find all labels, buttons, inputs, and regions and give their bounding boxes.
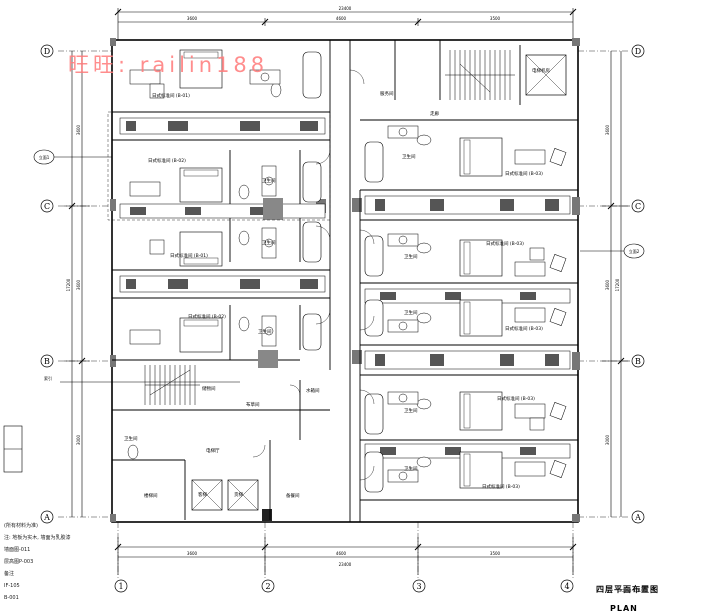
room-label-bath-4: 卫生间 xyxy=(402,153,416,160)
callout-lines xyxy=(54,156,624,383)
callout-side-label: 索引 xyxy=(44,375,52,381)
note-line: 备注 xyxy=(4,571,15,577)
drawing-notes: (所有材料为准) 注: 地板为实木, 墙面为乳胶漆 墙面图-011 层高图P-0… xyxy=(4,520,70,604)
dim-left-3: 3000 xyxy=(76,434,81,445)
room-label-lift: 电梯机房 xyxy=(532,67,550,74)
room-label-tank: 水箱间 xyxy=(306,387,320,394)
dim-bottom-3: 3500 xyxy=(490,551,501,556)
room-label-w4: 日式标准间 (B-02) xyxy=(188,313,226,320)
callout-2-label: 立面2 xyxy=(629,248,640,254)
watermark-text: 旺旺: railin188 xyxy=(68,53,269,77)
note-line: 注: 地板为实木, 墙面为乳胶漆 xyxy=(4,535,71,541)
note-line: 层高图P-003 xyxy=(4,559,34,565)
grid-label-2: 2 xyxy=(265,582,270,591)
drawing-title-en: PLAN xyxy=(610,604,638,613)
grid-label-d-left: D xyxy=(44,47,50,56)
dim-top-2: 4600 xyxy=(336,16,347,21)
grid-label-c-right: C xyxy=(635,202,641,211)
title-block: 四层平面布置图 PLAN Scale 1/100 xyxy=(596,577,701,615)
room-label-bath-1: 卫生间 xyxy=(262,177,276,184)
dim-top-3: 3500 xyxy=(490,16,501,21)
dim-top-1: 3600 xyxy=(187,16,198,21)
callout-1-label: 立面1 xyxy=(39,154,50,160)
dim-left-total: 17200 xyxy=(66,278,71,291)
room-label-bath-8: 卫生间 xyxy=(404,465,418,472)
wash-basins xyxy=(249,69,419,483)
drawing-title: 四层平面布置图 xyxy=(596,585,659,594)
dim-bottom-2: 4600 xyxy=(336,551,347,556)
dashed-zone xyxy=(107,111,331,221)
shaft-fill xyxy=(258,198,283,368)
wardrobe-details xyxy=(126,121,559,455)
dim-bottom-total: 23400 xyxy=(339,562,352,567)
room-label-bath-6: 卫生间 xyxy=(404,309,418,316)
grid-label-c-left: C xyxy=(44,202,50,211)
dim-right-3: 3000 xyxy=(605,434,610,445)
room-label-stair: 楼梯间 xyxy=(144,492,158,499)
room-label-w1: 日式标准间 (B-01) xyxy=(152,92,190,99)
dim-left-1: 3600 xyxy=(76,124,81,135)
legend-box xyxy=(3,425,23,473)
room-label-bath-3: 卫生间 xyxy=(258,328,272,335)
note-line: (所有材料为准) xyxy=(4,523,38,529)
dim-bottom-1: 3600 xyxy=(187,551,198,556)
dim-right-2: 3600 xyxy=(605,279,610,290)
room-label-bath-5: 卫生间 xyxy=(404,253,418,260)
room-label-bath-2: 卫生间 xyxy=(262,239,276,246)
grid-label-b-left: B xyxy=(44,357,50,366)
staircase-top-right xyxy=(445,50,515,100)
grid-label-3: 3 xyxy=(416,582,421,591)
note-line: 墙面图-011 xyxy=(4,547,31,553)
staircase-left xyxy=(144,365,200,405)
dim-top-total: 23400 xyxy=(339,6,352,11)
room-label-e1: 日式标准间 (B-03) xyxy=(505,170,543,177)
room-label-e5: 日式标准间 (B-03) xyxy=(482,483,520,490)
room-label-bath-7: 卫生间 xyxy=(404,407,418,414)
dim-right-1: 3600 xyxy=(605,124,610,135)
dim-left-2: 3600 xyxy=(76,279,81,290)
exterior-walls xyxy=(111,39,579,523)
grid-label-b-right: B xyxy=(635,357,641,366)
room-label-e2: 日式标准间 (B-03) xyxy=(486,240,524,247)
grid-lines xyxy=(58,50,630,578)
room-label-e4: 日式标准间 (B-03) xyxy=(497,395,535,402)
room-label-w2: 日式标准间 (B-02) xyxy=(148,157,186,164)
grid-label-a-right: A xyxy=(634,513,641,522)
room-label-lobby: 电梯厅 xyxy=(206,447,220,454)
drawing-scale: Scale 1/100 xyxy=(618,588,648,594)
dimension-lines xyxy=(64,8,630,575)
room-label-corridor: 走廊 xyxy=(430,110,439,117)
elevator-x-marks xyxy=(191,54,567,511)
room-label-elev2: 货梯 xyxy=(234,491,243,498)
armchairs xyxy=(549,148,567,478)
note-line: B-001 xyxy=(4,595,19,601)
room-label-e3: 日式标准间 (B-03) xyxy=(505,325,543,332)
grid-bubbles xyxy=(40,44,645,593)
toilets xyxy=(127,82,432,468)
room-label-service: 服务间 xyxy=(380,90,394,97)
callout-bubbles xyxy=(33,149,645,259)
grid-label-4: 4 xyxy=(564,582,569,591)
room-label-pantry: 备餐间 xyxy=(286,492,300,499)
room-label-bath-9: 卫生间 xyxy=(124,435,138,442)
floor-plan-drawing: 3600 4600 3500 23400 3600 4600 3500 2340… xyxy=(3,6,645,593)
room-label-linen: 布草间 xyxy=(246,401,260,408)
dim-right-total: 17200 xyxy=(615,278,620,291)
bed-pillows xyxy=(183,51,471,487)
lounge-furniture xyxy=(129,69,546,477)
grid-label-a-left: A xyxy=(43,513,50,522)
note-line: IF-105 xyxy=(4,583,20,589)
room-label-w3: 日式标准间 (B-01) xyxy=(170,252,208,259)
grid-label-d-right: D xyxy=(635,47,641,56)
grid-label-1: 1 xyxy=(118,582,123,591)
room-label-elev1: 客梯 xyxy=(198,491,207,498)
room-label-storage: 储物间 xyxy=(202,385,216,392)
